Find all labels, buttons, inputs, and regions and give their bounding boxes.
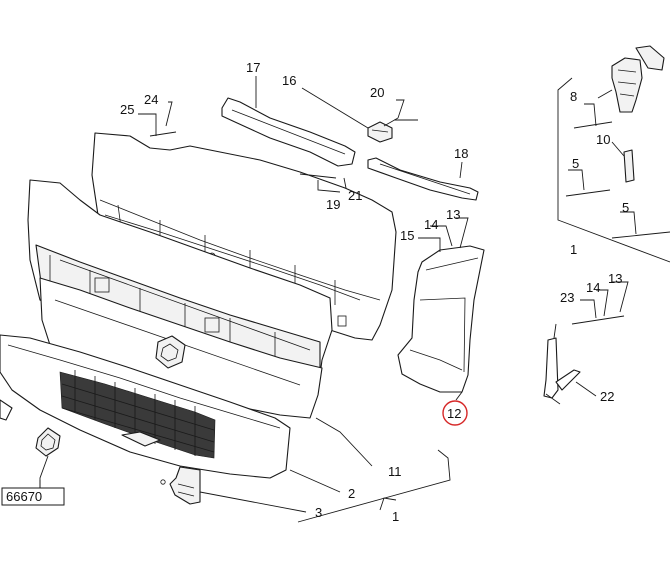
part-code-text: 66670 bbox=[6, 489, 42, 504]
callout-25: 25 bbox=[120, 102, 134, 117]
callout-5-upper: 5 bbox=[572, 156, 579, 171]
corner-deflector-12 bbox=[397, 245, 485, 393]
clip-10 bbox=[623, 149, 635, 183]
lower-panel bbox=[39, 277, 323, 419]
front-grille bbox=[0, 334, 291, 479]
callout-1-right: 1 bbox=[570, 242, 577, 257]
callout-19: 19 bbox=[326, 197, 340, 212]
bracket-8 bbox=[611, 45, 665, 113]
callout-23: 23 bbox=[560, 290, 574, 305]
callout-22: 22 bbox=[600, 389, 614, 404]
callout-2: 2 bbox=[348, 486, 355, 501]
bracket-22 bbox=[543, 337, 581, 405]
callout-21: 21 bbox=[348, 188, 362, 203]
callout-10: 10 bbox=[596, 132, 610, 147]
highlight-circle-12 bbox=[442, 400, 468, 426]
part-code-box: 66670 bbox=[1, 487, 65, 506]
bracket-3 bbox=[160, 466, 201, 505]
callout-14: 14 bbox=[424, 217, 438, 232]
callout-8: 8 bbox=[570, 89, 577, 104]
callout-16: 16 bbox=[282, 73, 296, 88]
callout-13: 13 bbox=[446, 207, 460, 222]
callout-15: 15 bbox=[400, 228, 414, 243]
leader-lines bbox=[39, 76, 670, 523]
callout-24: 24 bbox=[144, 92, 158, 107]
callout-labels: 17 16 20 25 24 18 19 21 15 14 13 12 8 10… bbox=[120, 60, 629, 524]
callout-3: 3 bbox=[315, 505, 322, 520]
callout-18: 18 bbox=[454, 146, 468, 161]
callout-1-bottom: 1 bbox=[392, 509, 399, 524]
top-strip-17 bbox=[221, 97, 356, 167]
callout-17: 17 bbox=[246, 60, 260, 75]
clip-16 bbox=[367, 121, 393, 143]
emblem-part bbox=[0, 399, 61, 488]
callout-20: 20 bbox=[370, 85, 384, 100]
callout-5-lower: 5 bbox=[622, 200, 629, 215]
callout-13-right: 13 bbox=[608, 271, 622, 286]
callout-12: 12 bbox=[447, 406, 461, 421]
callout-14-right: 14 bbox=[586, 280, 600, 295]
callout-11: 11 bbox=[388, 464, 402, 479]
strip-18 bbox=[367, 157, 479, 201]
